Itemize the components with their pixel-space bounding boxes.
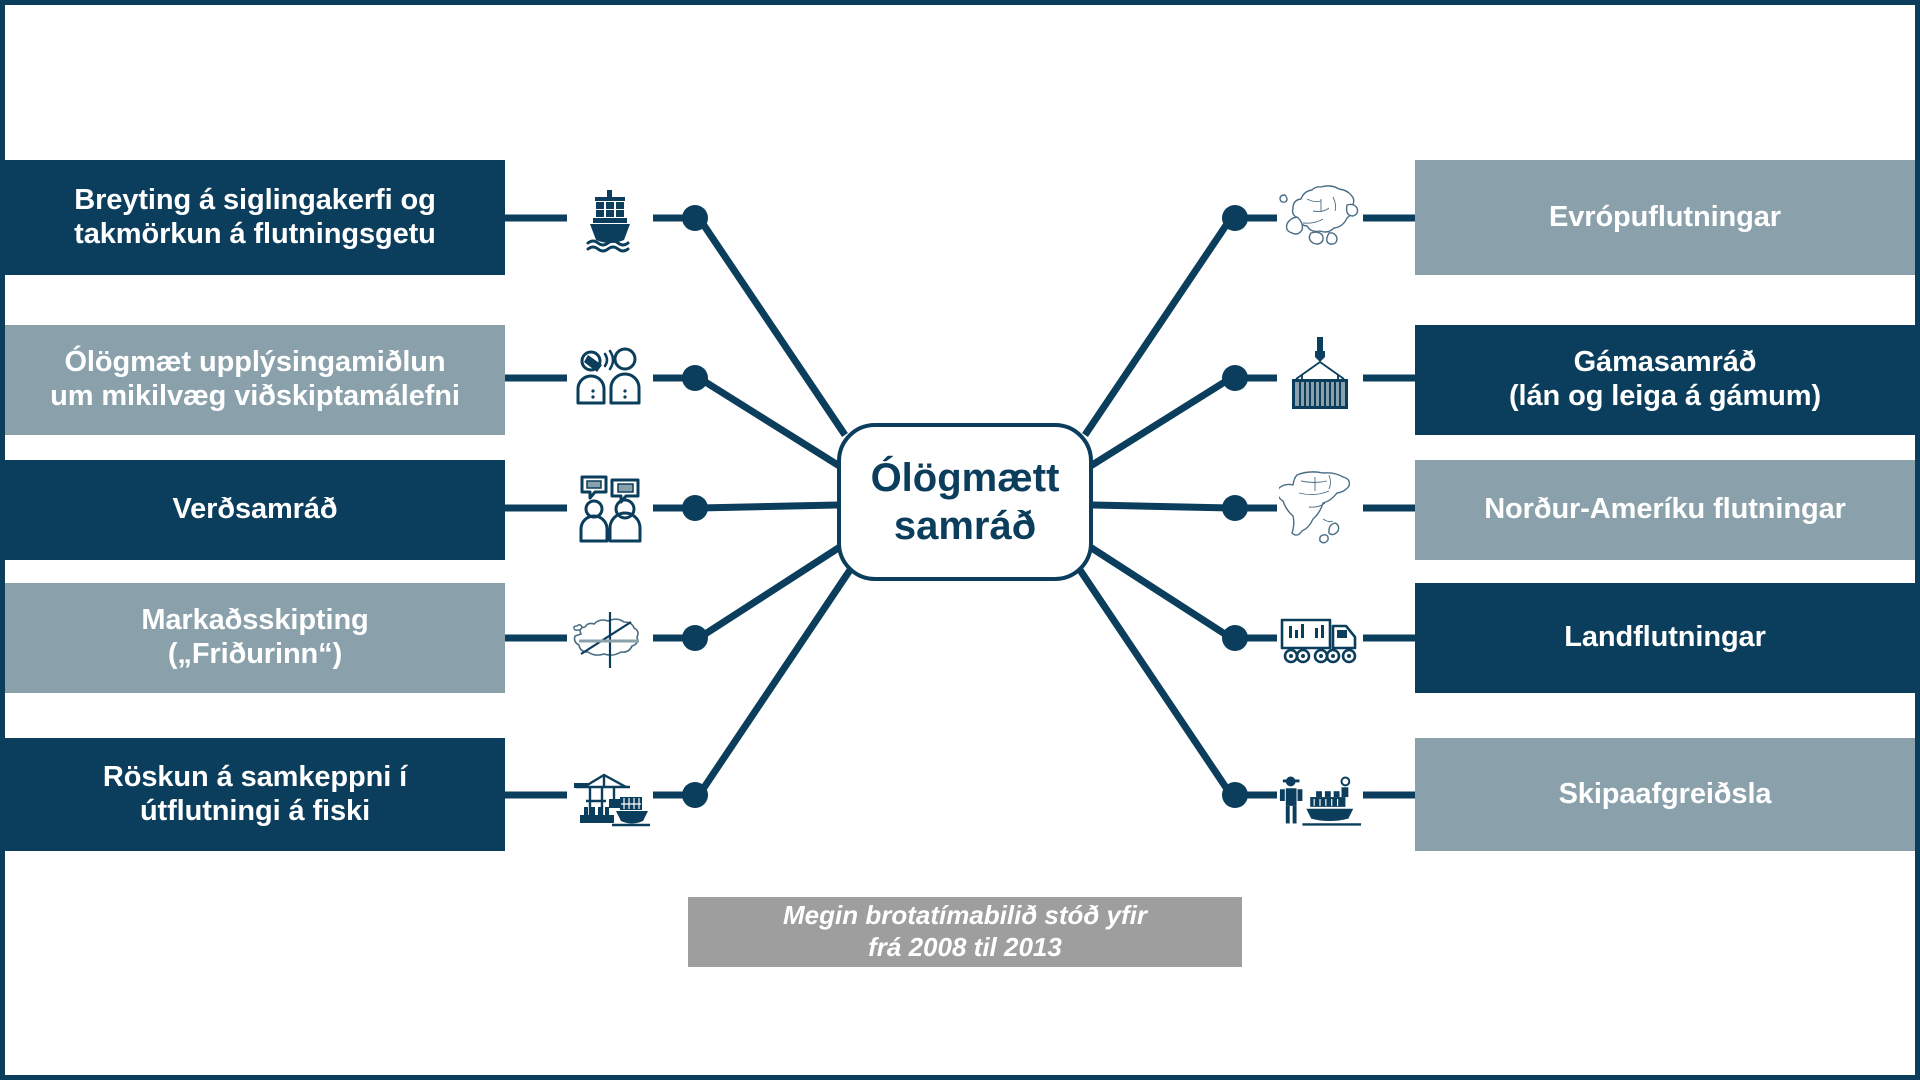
left-branch-label-4: Markaðsskipting („Friðurinn“) [141,604,369,670]
junction-dot [1222,782,1248,808]
junction-dot [682,495,708,521]
left-branch-box-3[interactable]: Verðsamráð [5,460,505,560]
whispering-people-icon [567,335,653,421]
right-branch-label-2: Gámasamráð (lán og leiga á gámum) [1508,346,1821,412]
right-branch-label-5: Skipaafgreiðsla [1558,777,1772,810]
container-ship-icon [567,175,653,261]
right-branch-label-1: Evrópuflutningar [1548,200,1781,233]
center-node-label: Ólögmætt samráð [870,456,1060,548]
junction-dot [682,365,708,391]
people-price-talk-icon [567,465,653,551]
truck-icon [1277,599,1363,685]
port-crane-icon [567,753,653,839]
right-branch-box-3[interactable]: Norður-Ameríku flutningar [1415,460,1915,560]
left-branch-label-2: Ólögmæt upplýsingamiðlun um mikilvæg við… [50,346,460,412]
junction-dot [1222,625,1248,651]
junction-dot [682,782,708,808]
right-branch-box-2[interactable]: Gámasamráð (lán og leiga á gámum) [1415,325,1915,435]
diagram-body: Breyting á siglingakerfi og takmörkun á … [5,5,1915,1075]
left-branch-label-3: Verðsamráð [172,493,338,526]
junction-dot [682,625,708,651]
shipping-container-icon [1277,331,1363,417]
left-branch-label-1: Breyting á siglingakerfi og takmörkun á … [74,183,436,250]
junction-dot [682,205,708,231]
left-branch-label-5: Röskun á samkeppni í útflutningi á fiski [102,760,408,827]
left-branch-box-5[interactable]: Röskun á samkeppni í útflutningi á fiski [5,738,505,851]
left-branch-box-1[interactable]: Breyting á siglingakerfi og takmörkun á … [5,160,505,275]
junction-dot [1222,205,1248,231]
junction-dot [1222,365,1248,391]
europe-map-icon [1277,175,1363,261]
right-branch-box-1[interactable]: Evrópuflutningar [1415,160,1915,275]
left-branch-box-4[interactable]: Markaðsskipting („Friðurinn“) [5,583,505,693]
right-branch-label-4: Landflutningar [1564,621,1766,654]
right-branch-box-4[interactable]: Landflutningar [1415,583,1915,693]
right-branch-label-3: Norður-Ameríku flutningar [1484,493,1846,526]
iceland-map-split-icon [567,597,653,683]
period-caption: Megin brotatímabilið stóð yfir frá 2008 … [688,897,1242,967]
north-america-map-icon [1277,463,1363,549]
center-node[interactable]: Ólögmætt samráð [837,423,1093,581]
right-branch-box-5[interactable]: Skipaafgreiðsla [1415,738,1915,851]
ship-handling-icon [1277,757,1363,843]
period-caption-text: Megin brotatímabilið stóð yfir frá 2008 … [782,900,1147,962]
left-branch-box-2[interactable]: Ólögmæt upplýsingamiðlun um mikilvæg við… [5,325,505,435]
junction-dot [1222,495,1248,521]
